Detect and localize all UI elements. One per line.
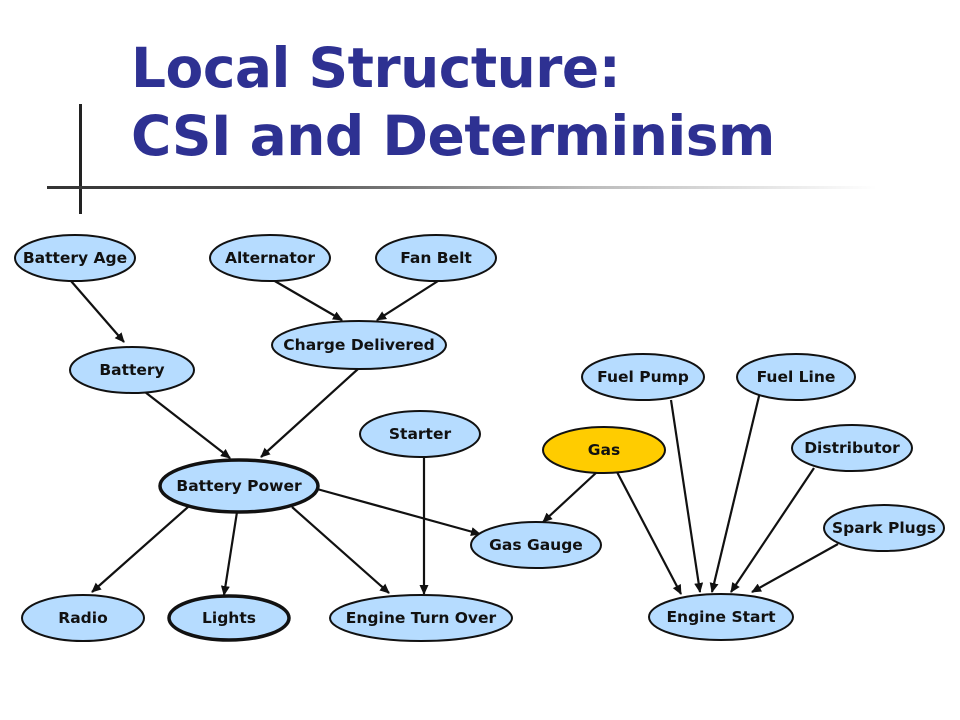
node-battery-age-label: Battery Age xyxy=(23,249,127,267)
edge-charge-delivered-to-battery-power xyxy=(260,368,359,458)
node-charge-delivered-label: Charge Delivered xyxy=(283,336,434,354)
node-starter-label: Starter xyxy=(389,425,452,443)
node-gas: Gas xyxy=(542,426,666,474)
node-lights: Lights xyxy=(167,594,291,642)
slide-title-line1: Local Structure: xyxy=(131,36,621,100)
node-charge-delivered-ellipse xyxy=(271,320,447,370)
edge-battery-power-to-gas-gauge xyxy=(316,487,481,536)
edge-battery-power-to-radio xyxy=(91,506,189,593)
node-battery-age: Battery Age xyxy=(14,234,136,282)
node-charge-delivered: Charge Delivered xyxy=(271,320,447,370)
edge-gas-to-gas-gauge xyxy=(542,471,598,523)
node-distributor-ellipse xyxy=(791,424,913,472)
node-engine-turn-over-ellipse xyxy=(329,594,513,642)
node-battery-age-ellipse xyxy=(14,234,136,282)
slide-title-line2: CSI and Determinism xyxy=(131,104,775,168)
node-fan-belt: Fan Belt xyxy=(375,234,497,282)
node-fuel-line-label: Fuel Line xyxy=(757,368,836,386)
edge-battery-age-to-battery xyxy=(70,280,125,343)
node-battery-power: Battery Power xyxy=(158,458,320,514)
node-fuel-pump-ellipse xyxy=(581,353,705,401)
edge-gas-to-engine-start xyxy=(616,471,682,595)
edge-layer xyxy=(70,279,839,596)
node-fuel-pump-label: Fuel Pump xyxy=(597,368,689,386)
node-fan-belt-label: Fan Belt xyxy=(400,249,472,267)
node-engine-turn-over: Engine Turn Over xyxy=(329,594,513,642)
node-battery-label: Battery xyxy=(99,361,164,379)
title-horizontal-rule xyxy=(47,186,877,189)
node-fan-belt-ellipse xyxy=(375,234,497,282)
node-lights-ellipse xyxy=(167,594,291,642)
node-alternator-label: Alternator xyxy=(225,249,315,267)
node-gas-gauge: Gas Gauge xyxy=(470,521,602,569)
node-distributor: Distributor xyxy=(791,424,913,472)
node-battery: Battery xyxy=(69,346,195,394)
node-gas-gauge-ellipse xyxy=(470,521,602,569)
node-lights-label: Lights xyxy=(202,609,256,627)
edge-battery-power-to-lights xyxy=(220,511,239,596)
node-gas-gauge-label: Gas Gauge xyxy=(489,536,583,554)
slide-title: Local Structure: CSI and Determinism xyxy=(131,34,775,170)
node-fuel-line-ellipse xyxy=(736,353,856,401)
node-engine-start-label: Engine Start xyxy=(666,608,776,626)
edge-battery-power-to-engine-turn-over xyxy=(291,506,390,594)
node-engine-start: Engine Start xyxy=(648,593,794,641)
edge-spark-plugs-to-engine-start xyxy=(751,543,839,593)
node-starter: Starter xyxy=(359,410,481,458)
edge-distributor-to-engine-start xyxy=(730,467,815,593)
node-spark-plugs-ellipse xyxy=(823,504,945,552)
edge-alternator-to-charge-delivered xyxy=(272,279,343,321)
node-engine-start-ellipse xyxy=(648,593,794,641)
node-battery-ellipse xyxy=(69,346,195,394)
node-radio-label: Radio xyxy=(58,609,107,627)
node-spark-plugs-label: Spark Plugs xyxy=(832,519,936,537)
node-battery-power-ellipse xyxy=(158,458,320,514)
node-radio-ellipse xyxy=(21,594,145,642)
edge-fuel-line-to-engine-start xyxy=(709,391,762,593)
edge-fuel-pump-to-engine-start xyxy=(669,399,704,593)
node-gas-label: Gas xyxy=(588,441,620,459)
node-engine-turn-over-label: Engine Turn Over xyxy=(346,609,497,627)
node-starter-ellipse xyxy=(359,410,481,458)
edge-battery-to-battery-power xyxy=(144,391,231,459)
node-spark-plugs: Spark Plugs xyxy=(823,504,945,552)
node-fuel-line: Fuel Line xyxy=(736,353,856,401)
node-distributor-label: Distributor xyxy=(804,439,900,457)
node-fuel-pump: Fuel Pump xyxy=(581,353,705,401)
node-radio: Radio xyxy=(21,594,145,642)
node-alternator: Alternator xyxy=(209,234,331,282)
node-alternator-ellipse xyxy=(209,234,331,282)
node-battery-power-label: Battery Power xyxy=(176,477,302,495)
edge-fan-belt-to-charge-delivered xyxy=(376,280,439,321)
title-vertical-rule xyxy=(79,104,82,214)
node-gas-ellipse xyxy=(542,426,666,474)
